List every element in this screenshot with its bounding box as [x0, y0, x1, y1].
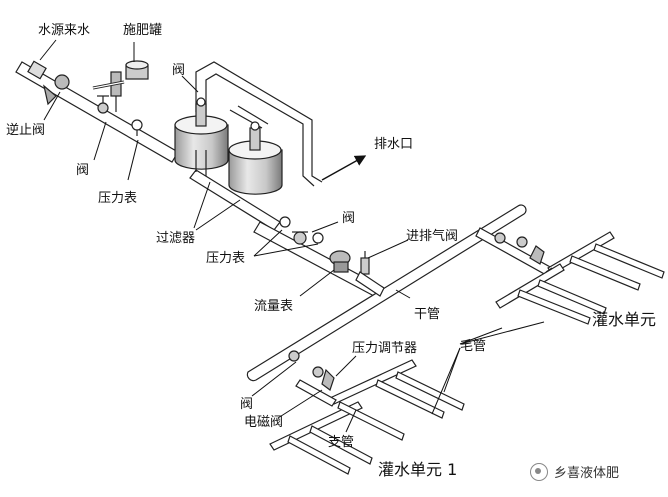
pressure-gauge-left-icon	[131, 119, 143, 136]
fertilizer-tank-icon	[92, 60, 149, 112]
filter-tank-1	[174, 97, 229, 170]
main-pipe-label: 干管	[414, 307, 441, 322]
pressure-gauge-mid-label: 压力表	[206, 251, 246, 266]
irrigation-unit-upper	[475, 227, 665, 325]
valve-mid-label: 阀	[342, 211, 356, 226]
leader-lines	[39, 39, 545, 433]
inlet-valve-icon	[97, 95, 109, 114]
solenoid-valve-label: 电磁阀	[244, 415, 284, 430]
irrigation-unit-lower	[269, 350, 465, 475]
irrigation-unit-label: 灌水单元	[592, 310, 657, 329]
check-valve-label: 逆止阀	[6, 123, 46, 138]
flow-meter-label: 流量表	[254, 299, 294, 314]
flow-meter-icon	[329, 250, 351, 273]
valve-left-label: 阀	[76, 163, 90, 178]
pressure-gauge-mid-icon	[279, 216, 324, 244]
filter-tank-2	[228, 121, 283, 195]
wechat-icon	[530, 462, 548, 481]
drain-outlet-label: 排水口	[374, 137, 414, 152]
filters-label: 过滤器	[156, 231, 196, 246]
check-valve-icon	[27, 60, 70, 106]
water-source-label: 水源来水	[38, 23, 91, 38]
drain-arrow	[321, 155, 367, 181]
watermark-text: 乡喜液体肥	[554, 466, 620, 481]
mid-valve-icon	[292, 231, 308, 245]
valve-bottom-label: 阀	[240, 397, 254, 412]
fertilizer-tank-label: 施肥罐	[123, 23, 163, 38]
main-pipe	[246, 204, 527, 382]
lateral-pipe-label: 毛管	[460, 339, 487, 354]
valve-top-label: 阀	[172, 63, 186, 78]
intake-exhaust-valve-label: 进排气阀	[406, 229, 459, 244]
pressure-gauge-left-label: 压力表	[98, 191, 138, 206]
air-valve-icon	[360, 251, 370, 275]
main-tee	[355, 271, 385, 297]
branch-pipe-label: 支管	[328, 435, 355, 450]
irrigation-unit-1-label: 灌水单元 1	[378, 460, 458, 479]
pressure-regulator-label: 压力调节器	[352, 341, 418, 356]
watermark: 乡喜液体肥	[530, 462, 619, 481]
